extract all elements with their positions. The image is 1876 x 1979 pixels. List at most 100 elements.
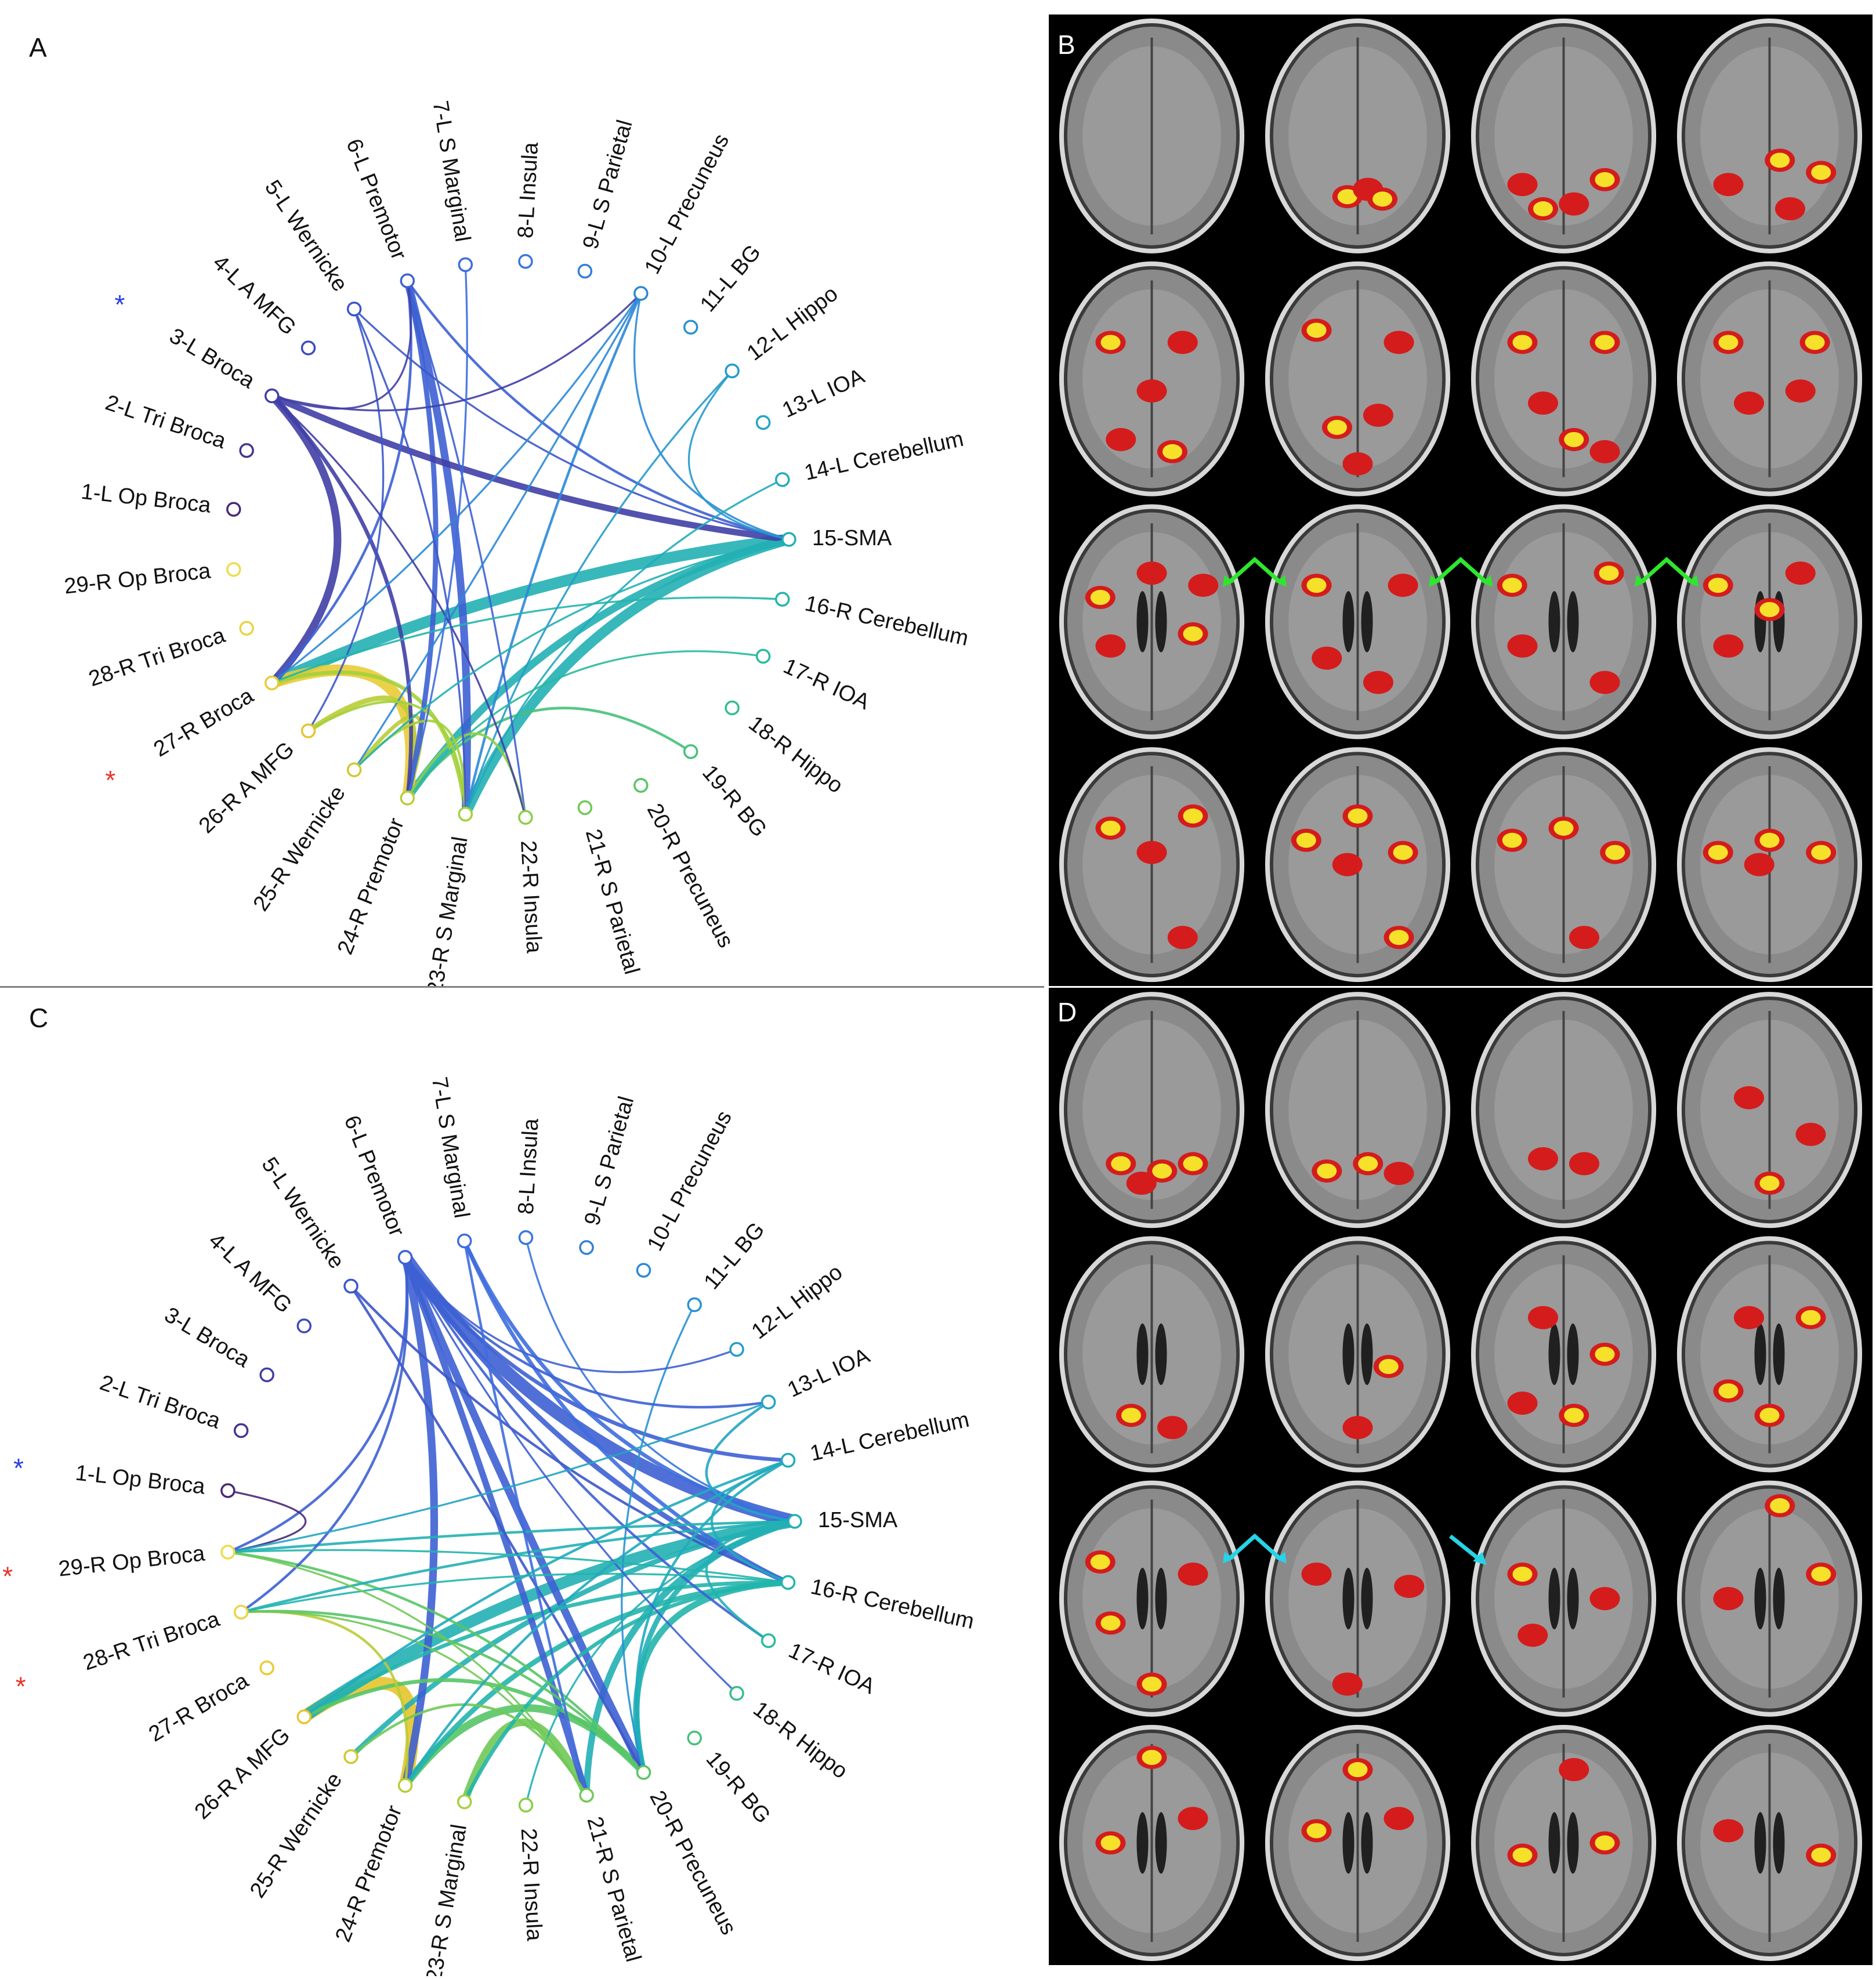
activation-red: [1775, 197, 1805, 220]
node-label-26: 26-R A MFG: [194, 737, 299, 838]
node-1: [226, 502, 241, 517]
star-1: *: [13, 1453, 24, 1483]
node-19: [687, 1730, 702, 1746]
arrow: [1635, 557, 1698, 587]
edge-25-15: [348, 1518, 798, 1759]
node-6: [397, 1250, 413, 1265]
edge-26-24: [306, 695, 417, 801]
node-label-8: 8-L Insula: [514, 1117, 544, 1215]
slice-0-0: [1059, 18, 1245, 253]
node-29: [226, 562, 241, 577]
node-13: [755, 415, 771, 430]
edge-27-15: [266, 534, 795, 689]
arrow: [1223, 557, 1287, 587]
slice-3-0: [1059, 747, 1245, 983]
node-27: [264, 675, 280, 691]
node-13: [760, 1394, 776, 1410]
activation-yellow: [1718, 335, 1739, 350]
star-28: *: [16, 1671, 26, 1701]
activation-yellow: [1358, 1156, 1378, 1172]
activation-yellow: [1372, 191, 1393, 207]
activation-red: [1126, 1172, 1157, 1195]
node-16: [780, 1575, 796, 1590]
star-3: *: [115, 289, 125, 320]
edge-23-12: [464, 369, 733, 815]
activation-yellow: [1100, 1615, 1121, 1631]
ventricle-left: [1754, 1812, 1766, 1874]
node-label-14: 14-L Cerebellum: [808, 1408, 972, 1466]
node-26: [300, 723, 316, 738]
arrow: [1429, 557, 1493, 587]
node-label-4: 4-L A MFG: [204, 1228, 296, 1318]
activation-red: [1301, 1563, 1332, 1586]
node-label-4: 4-L A MFG: [208, 251, 301, 340]
ventricle-left: [1342, 591, 1355, 653]
edge-23-5: [353, 308, 466, 815]
edge-29-6: [226, 1256, 408, 1554]
ventricle-left: [1754, 1568, 1766, 1630]
activation-red: [1589, 670, 1620, 694]
slice-0-2: [1471, 992, 1657, 1228]
slice-0-0: [1059, 992, 1245, 1228]
node-7: [457, 1233, 472, 1249]
ventricle-left: [1342, 1568, 1355, 1630]
activation-yellow: [1100, 335, 1121, 350]
edge-26-16: [302, 1580, 790, 1719]
activation-yellow: [1718, 1383, 1739, 1399]
node-24: [400, 791, 415, 806]
slice-3-2: [1471, 1724, 1657, 1961]
node-label-2: 2-L Tri Broca: [102, 390, 229, 454]
edge-29-13: [227, 1401, 770, 1553]
arrow-head-left: [1429, 575, 1440, 587]
activation-red: [1136, 840, 1167, 864]
activation-red: [1157, 1416, 1187, 1440]
ventricle-right: [1361, 1568, 1373, 1630]
slice-2-1: [1265, 1480, 1451, 1717]
activation-yellow: [1183, 808, 1203, 824]
activation-yellow: [1348, 1762, 1368, 1777]
activation-red: [1312, 646, 1342, 670]
arrow-head-left: [1635, 575, 1646, 587]
node-label-26: 26-R A MFG: [190, 1723, 295, 1824]
node-3: [264, 388, 280, 404]
node-label-16: 16-R Cerebellum: [809, 1575, 977, 1634]
activation-yellow: [1183, 1156, 1203, 1172]
node-label-17: 17-R IOA: [785, 1639, 879, 1699]
arrow-head-right: [1482, 575, 1493, 587]
arrow: [1448, 1534, 1487, 1565]
node-label-29: 29-R Op Broca: [63, 559, 212, 599]
node-20: [636, 1765, 651, 1780]
edge-29-16: [227, 1549, 789, 1583]
activation-red: [1734, 392, 1764, 415]
arrow-shaft: [1433, 557, 1489, 585]
slice-3-3: [1676, 747, 1863, 983]
arrow-head-left: [1223, 575, 1234, 587]
slice-3-2: [1471, 747, 1657, 983]
activation-yellow: [1708, 844, 1728, 860]
activation-red: [1095, 634, 1126, 658]
edge-11-20: [621, 1303, 696, 1774]
slice-0-1: [1265, 18, 1451, 253]
activation-red: [1559, 192, 1589, 216]
slice-2-2: [1471, 1480, 1657, 1717]
arrow-shaft: [1639, 557, 1694, 585]
ventricle-right: [1773, 1323, 1785, 1385]
node-label-22: 22-R Insula: [516, 1828, 547, 1942]
node-25: [343, 1749, 358, 1764]
edge-26-23: [307, 700, 467, 815]
activation-red: [1528, 1306, 1558, 1329]
node-14: [775, 472, 790, 487]
node-5: [343, 1278, 358, 1294]
activation-red: [1332, 1672, 1363, 1696]
node-2: [233, 1423, 249, 1438]
node-label-22: 22-R Insula: [516, 840, 546, 954]
activation-red: [1394, 1575, 1425, 1599]
activation-yellow: [1142, 1676, 1162, 1692]
activation-red: [1528, 392, 1558, 415]
activation-yellow: [1770, 153, 1790, 168]
panel-label-d: D: [1057, 997, 1077, 1027]
